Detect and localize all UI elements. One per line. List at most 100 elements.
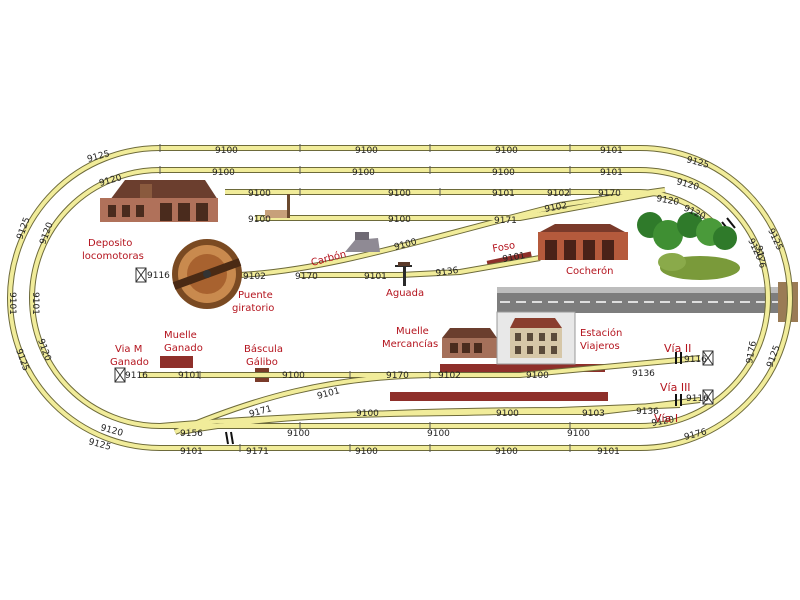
segment-code: 9125 — [685, 155, 710, 171]
platform-middle — [390, 392, 608, 401]
label-estacion-1: Estación — [580, 327, 622, 339]
segment-code: 9116 — [125, 371, 148, 381]
label-locomotoras: locomotoras — [82, 251, 144, 262]
segment-code: 9100 — [355, 146, 378, 156]
buffer-stops — [114, 267, 714, 405]
buffer-stop-via-m — [114, 367, 126, 383]
segment-code: 9120 — [38, 221, 55, 246]
label-bascula-2: Gálibo — [246, 356, 278, 368]
label-foso: Foso — [492, 240, 516, 255]
segment-code: 9100 — [248, 215, 271, 225]
segment-joints — [159, 144, 571, 452]
coal-stage-icon — [345, 232, 380, 252]
segment-code: 9120 — [35, 338, 52, 363]
label-bascula-1: Báscula — [244, 343, 283, 355]
segment-code: 9100 — [388, 189, 411, 199]
segment-code: 9116 — [686, 394, 709, 404]
segment-code: 9100 — [352, 168, 375, 178]
segment-code: 9101 — [364, 272, 387, 282]
segment-code: 9100 — [567, 429, 590, 439]
label-deposito: Deposito — [88, 238, 132, 249]
segment-code: 9100 — [495, 146, 518, 156]
segment-code: 9101 — [178, 371, 201, 381]
buffer-stop-turntable — [135, 267, 147, 283]
label-cocheron: Cocherón — [566, 265, 613, 277]
segment-code: 9170 — [386, 371, 409, 381]
goods-shed-icon — [442, 328, 497, 358]
segment-code: 9101 — [600, 168, 623, 178]
engine-depot-building-icon — [100, 180, 218, 222]
segment-code: 9171 — [246, 447, 269, 457]
segment-code: 9100 — [526, 371, 549, 381]
segment-code: 9156 — [180, 429, 203, 439]
segment-code: 9102 — [544, 201, 568, 215]
segment-code: 9100 — [495, 447, 518, 457]
label-muelle-ganado-1: Muelle — [164, 330, 197, 341]
segment-code: 9100 — [496, 409, 519, 419]
segment-code: 9100 — [212, 168, 235, 178]
segment-code: 9125 — [765, 227, 784, 252]
small-shed-icon — [265, 194, 290, 218]
locomotive-shed-icon — [538, 224, 628, 260]
segment-code: 9176 — [753, 245, 767, 270]
label-muelle-mercancias-2: Mercancías — [382, 338, 438, 350]
turntable-icon — [172, 239, 242, 309]
segment-code: 9103 — [582, 409, 605, 419]
segment-code: 9100 — [393, 237, 418, 253]
segment-code: 9176 — [683, 427, 708, 443]
segment-code: 9116 — [147, 271, 170, 281]
segment-code: 9101 — [30, 292, 40, 315]
water-crane-icon — [395, 262, 412, 286]
segment-code: 9136 — [435, 266, 459, 279]
segment-code: 9101 — [180, 447, 203, 457]
segment-code: 9120 — [675, 177, 700, 193]
label-via-m-2: Ganado — [110, 357, 149, 368]
label-via-3: Vía III — [660, 381, 691, 394]
label-giratorio: giratorio — [232, 303, 274, 314]
segment-code: 9170 — [295, 272, 318, 282]
segment-code: 9100 — [355, 447, 378, 457]
segment-code: 9102 — [438, 371, 461, 381]
segment-code: 9100 — [215, 146, 238, 156]
segment-code: 9170 — [598, 189, 621, 199]
label-via-m-1: Via M — [115, 344, 142, 355]
segment-code: 9102 — [547, 189, 570, 199]
segment-code: 9100 — [356, 409, 379, 419]
segment-code: 9171 — [494, 216, 517, 226]
segment-code: 9120 — [98, 173, 123, 189]
segment-code: 9125 — [13, 348, 30, 373]
buffer-stop-via-2 — [702, 350, 714, 366]
station-building-icon — [496, 311, 576, 365]
segment-code: 9101 — [502, 251, 526, 265]
label-muelle-ganado-2: Ganado — [164, 343, 203, 354]
loading-dock-livestock — [160, 356, 193, 368]
segment-code: 9100 — [388, 215, 411, 225]
label-muelle-mercancias-1: Muelle — [396, 326, 429, 337]
platform-passenger — [440, 364, 605, 372]
segment-code: 9102 — [243, 272, 266, 282]
tracks-rails — [8, 146, 792, 450]
segment-code: 9136 — [636, 407, 659, 417]
label-via-1: Vía I — [654, 412, 678, 425]
segment-code: 9176 — [745, 340, 759, 365]
label-via-2: Vía II — [664, 342, 691, 355]
label-puente: Puente — [238, 290, 273, 301]
segment-code: 9116 — [684, 355, 707, 365]
segment-code: 9120 — [651, 415, 676, 429]
label-estacion-2: Viajeros — [580, 341, 620, 352]
segment-code: 9101 — [597, 447, 620, 457]
segment-code: 9100 — [287, 429, 310, 439]
segment-code: 9100 — [427, 429, 450, 439]
buffer-stop-via-3 — [702, 389, 714, 405]
trees-icon — [637, 212, 740, 280]
segment-code: 9100 — [248, 189, 271, 199]
segment-code: 9120 — [655, 194, 680, 208]
segment-code: 9101 — [600, 146, 623, 156]
label-aguada: Aguada — [386, 288, 424, 299]
segment-code: 9101 — [492, 189, 515, 199]
segment-code: 9100 — [282, 371, 305, 381]
segment-code: 9101 — [7, 292, 17, 315]
segment-code: 9100 — [492, 168, 515, 178]
segment-code: 9136 — [632, 369, 655, 379]
